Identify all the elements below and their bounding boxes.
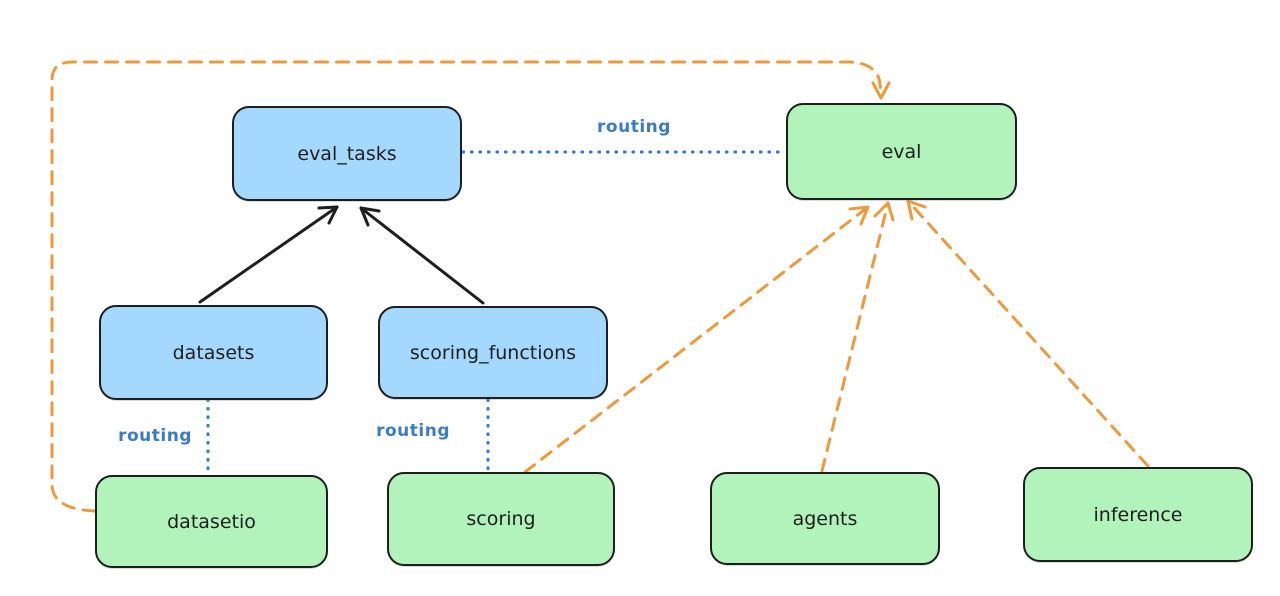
routing-label-eval_tasks-eval: routing [597, 117, 671, 137]
node-agents: agents [710, 472, 940, 565]
arrowhead-icon [906, 199, 927, 221]
routing-label-scoring_functions-scoring: routing [376, 421, 450, 441]
node-label: eval [881, 140, 922, 163]
edge-agents-to-eval [820, 201, 895, 473]
edge-datasetio-to-eval [50, 60, 891, 513]
node-label: scoring [466, 508, 536, 530]
node-datasets: datasets [99, 305, 328, 400]
node-label: agents [792, 507, 858, 530]
edge-inference-to-eval [906, 199, 1150, 468]
node-datasetio: datasetio [95, 475, 328, 568]
arrowhead-icon [873, 201, 895, 222]
arrowhead-icon [317, 205, 339, 225]
node-scoring: scoring [387, 472, 615, 566]
arrowhead-icon [871, 81, 891, 100]
node-inference: inference [1023, 467, 1253, 562]
node-label: datasetio [167, 510, 256, 533]
edge-scoring_functions-to-eval_tasks [359, 206, 485, 305]
edge-datasets-to-eval_tasks [198, 205, 339, 304]
node-label: eval_tasks [297, 142, 397, 165]
arrowhead-icon [359, 206, 381, 227]
node-eval: eval [786, 103, 1017, 200]
node-label: datasets [172, 341, 255, 364]
node-eval_tasks: eval_tasks [232, 106, 462, 201]
node-label: scoring_functions [409, 341, 577, 364]
node-scoring_functions: scoring_functions [378, 306, 608, 399]
edge-scoring-to-eval [523, 205, 870, 474]
routing-label-datasets-datasetio: routing [118, 426, 192, 446]
arrowhead-icon [848, 205, 870, 226]
node-label: inference [1093, 503, 1183, 526]
